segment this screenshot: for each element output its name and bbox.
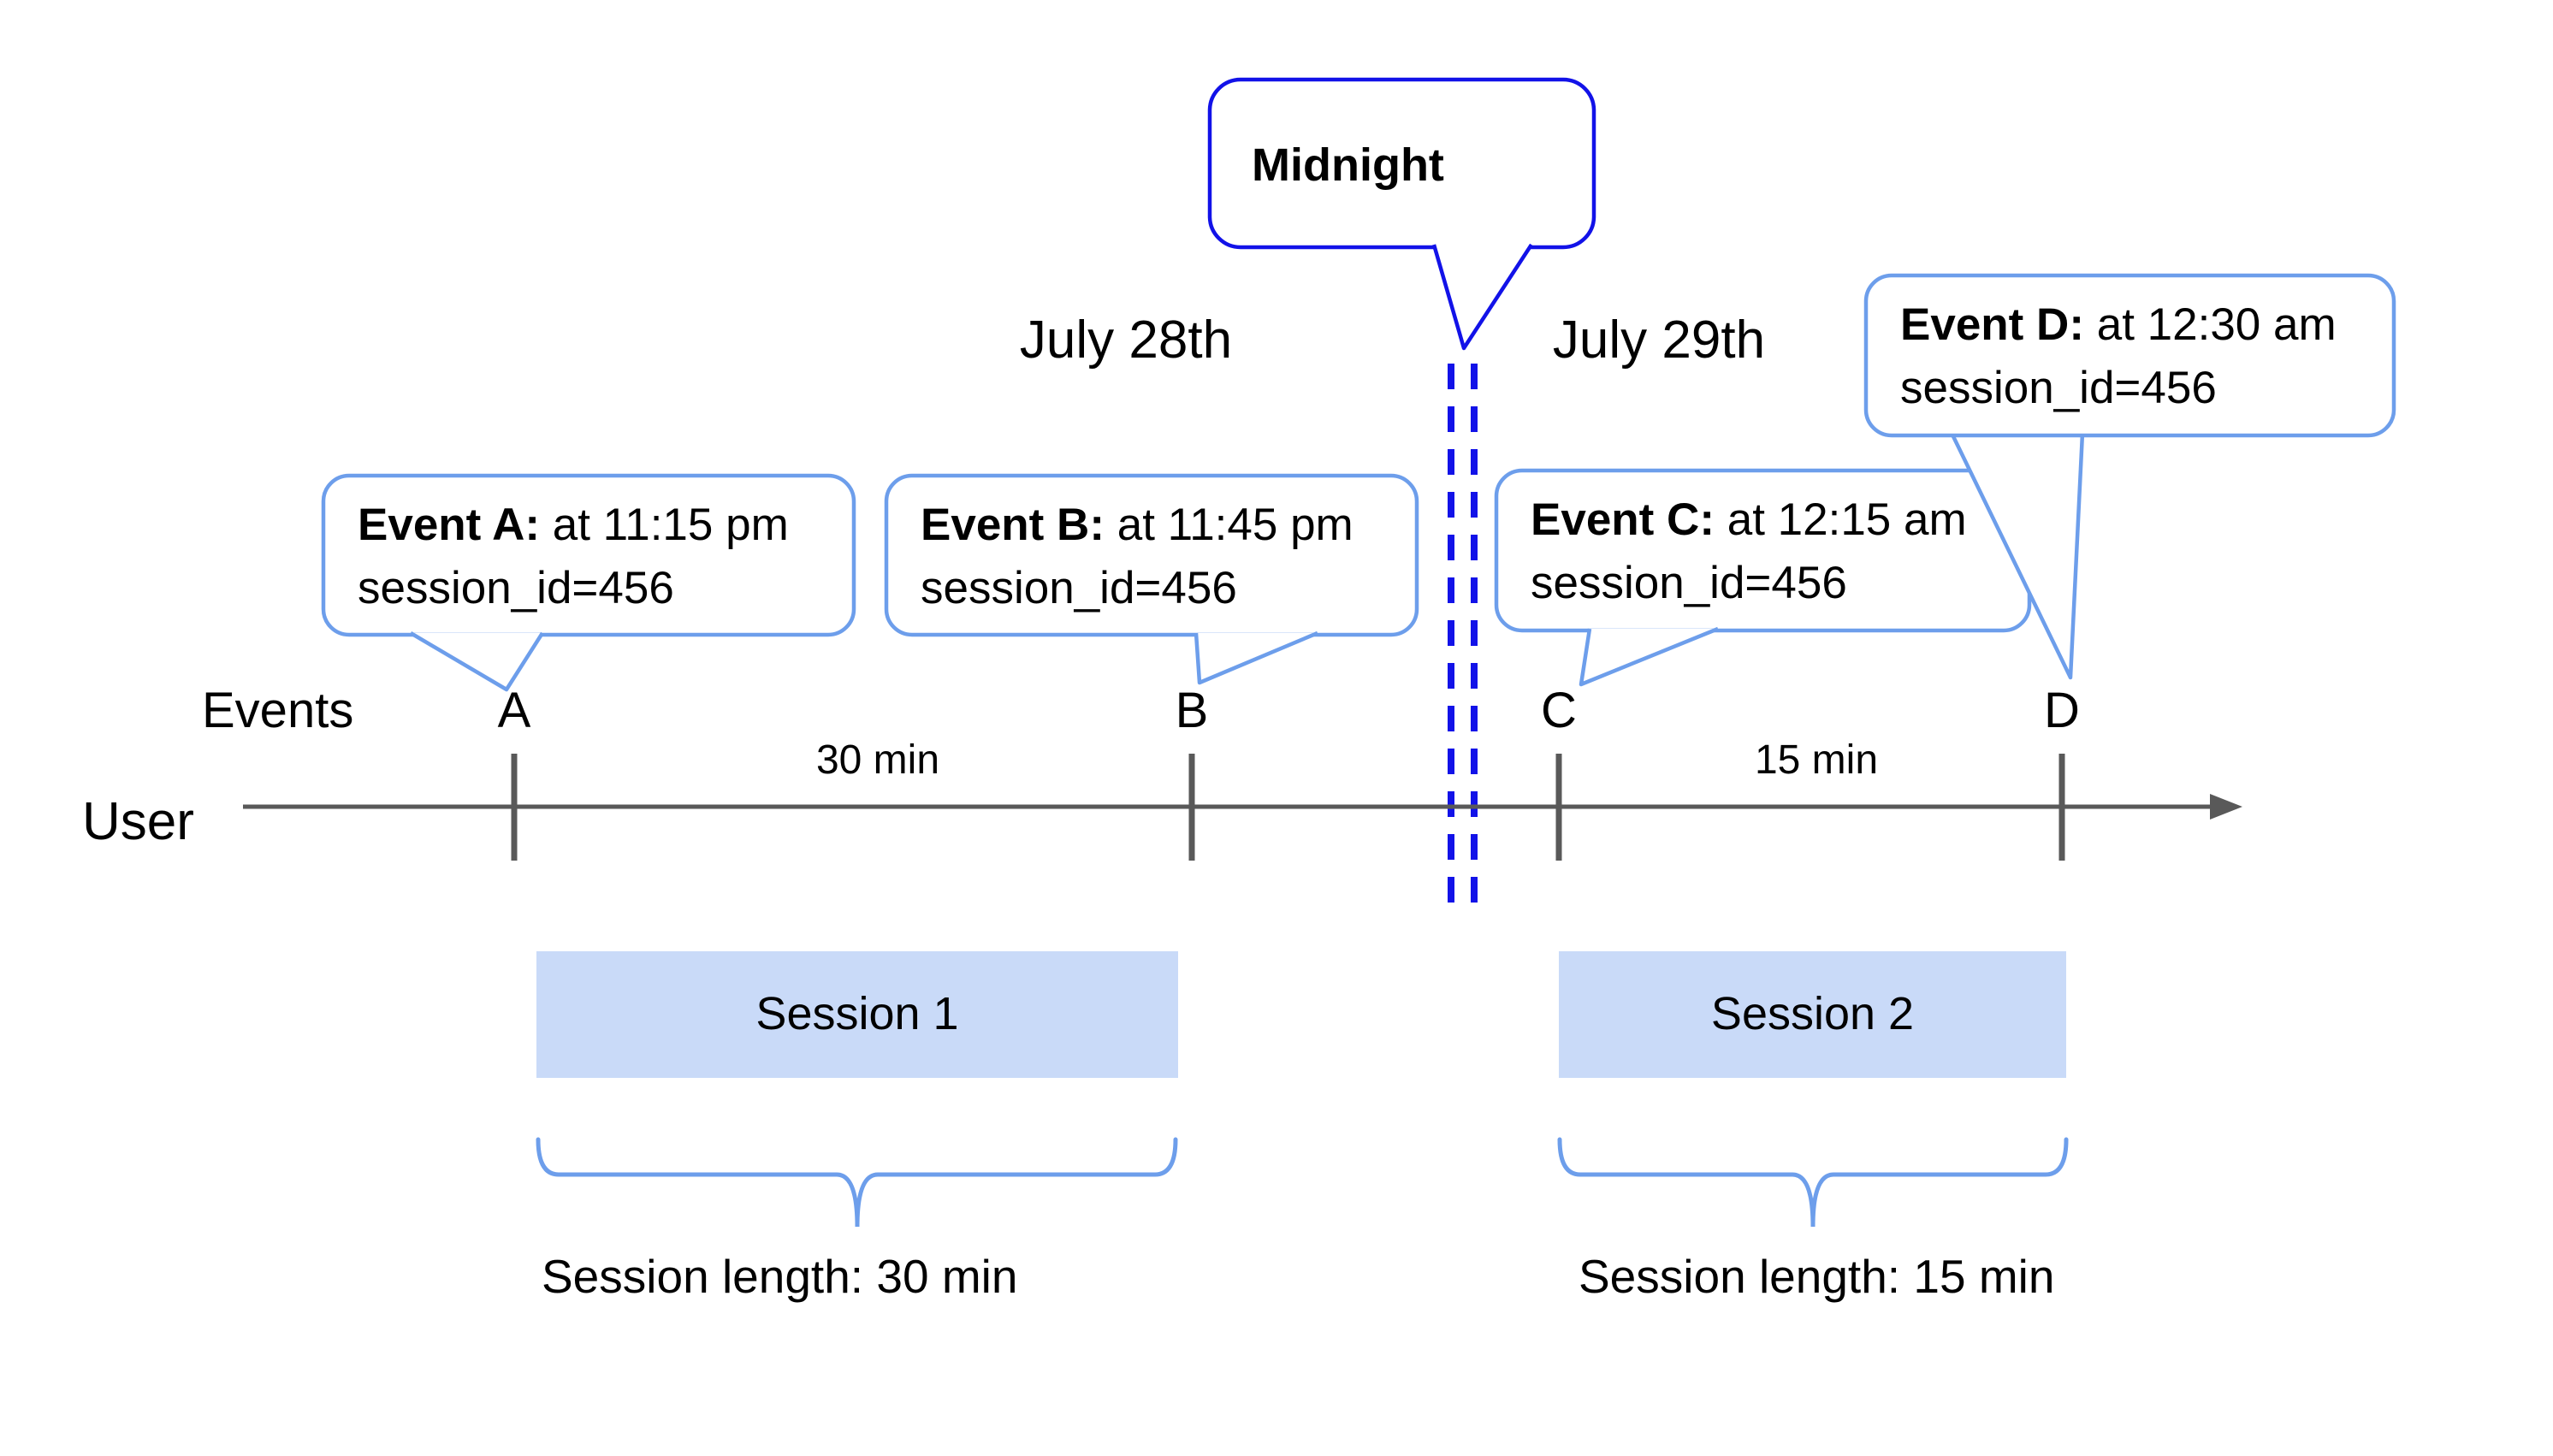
event-d-time: at 12:30 am <box>2096 299 2337 350</box>
session-2-box <box>1559 951 2066 1078</box>
event-a-title: Event A: <box>358 500 541 550</box>
date-label-july-29: July 29th <box>1552 311 1766 370</box>
session-1-name: Session 1 <box>755 988 959 1039</box>
event-a-session-id: session_id=456 <box>358 563 674 613</box>
session-1-box <box>536 951 1178 1078</box>
event-a-time: at 11:15 pm <box>552 500 789 550</box>
event-a-bubble-text: Event A: at 11:15 pm session_id=456 <box>358 494 789 620</box>
midnight-label: Midnight <box>1252 139 1444 191</box>
event-b-line1: Event B: at 11:45 pm <box>921 494 1354 557</box>
midnight-bubble-tail <box>1431 243 1533 351</box>
date-label-july-28: July 28th <box>1019 311 1233 370</box>
event-letter-a: A <box>497 683 531 738</box>
session-1-length-label: Session length: 30 min <box>542 1250 1018 1303</box>
event-c-line1: Event C: at 12:15 am <box>1531 488 1967 552</box>
interval-label-30min: 30 min <box>815 737 940 783</box>
event-letter-d: D <box>2044 683 2080 738</box>
event-b-title: Event B: <box>921 500 1105 550</box>
session-2-length-label: Session length: 15 min <box>1579 1250 2055 1303</box>
event-c-bubble-tail <box>1579 626 1719 687</box>
event-c-bubble-text: Event C: at 12:15 am session_id=456 <box>1531 488 1967 615</box>
event-d-line1: Event D: at 12:30 am <box>1900 293 2337 357</box>
event-d-title: Event D: <box>1900 299 2084 350</box>
event-b-bubble <box>884 473 1419 637</box>
event-a-bubble-tail <box>409 631 544 692</box>
event-c-time: at 12:15 am <box>1727 494 1967 545</box>
event-b-session-id: session_id=456 <box>921 563 1237 613</box>
user-row-label: User <box>82 792 194 851</box>
interval-label-15min: 15 min <box>1754 737 1879 783</box>
session-2-brace <box>1557 1137 2069 1228</box>
event-c-session-id: session_id=456 <box>1531 558 1847 608</box>
session-1-brace <box>536 1137 1178 1228</box>
event-b-bubble-text: Event B: at 11:45 pm session_id=456 <box>921 494 1354 620</box>
events-row-label: Events <box>202 683 354 738</box>
event-d-session-id: session_id=456 <box>1900 363 2217 413</box>
event-d-bubble-tail <box>1949 432 2085 680</box>
event-letter-c: C <box>1541 683 1577 738</box>
event-b-time: at 11:45 pm <box>1117 500 1354 550</box>
event-letter-b: B <box>1175 683 1209 738</box>
event-c-title: Event C: <box>1531 494 1715 545</box>
midnight-bubble <box>1207 77 1596 250</box>
event-d-bubble <box>1863 273 2396 438</box>
event-b-bubble-tail <box>1194 630 1318 685</box>
event-a-bubble <box>321 473 856 637</box>
event-a-line1: Event A: at 11:15 pm <box>358 494 789 557</box>
event-d-bubble-text: Event D: at 12:30 am session_id=456 <box>1900 293 2337 420</box>
session-2-name: Session 2 <box>1710 988 1915 1039</box>
timeline-arrowhead-icon <box>2210 794 2242 820</box>
